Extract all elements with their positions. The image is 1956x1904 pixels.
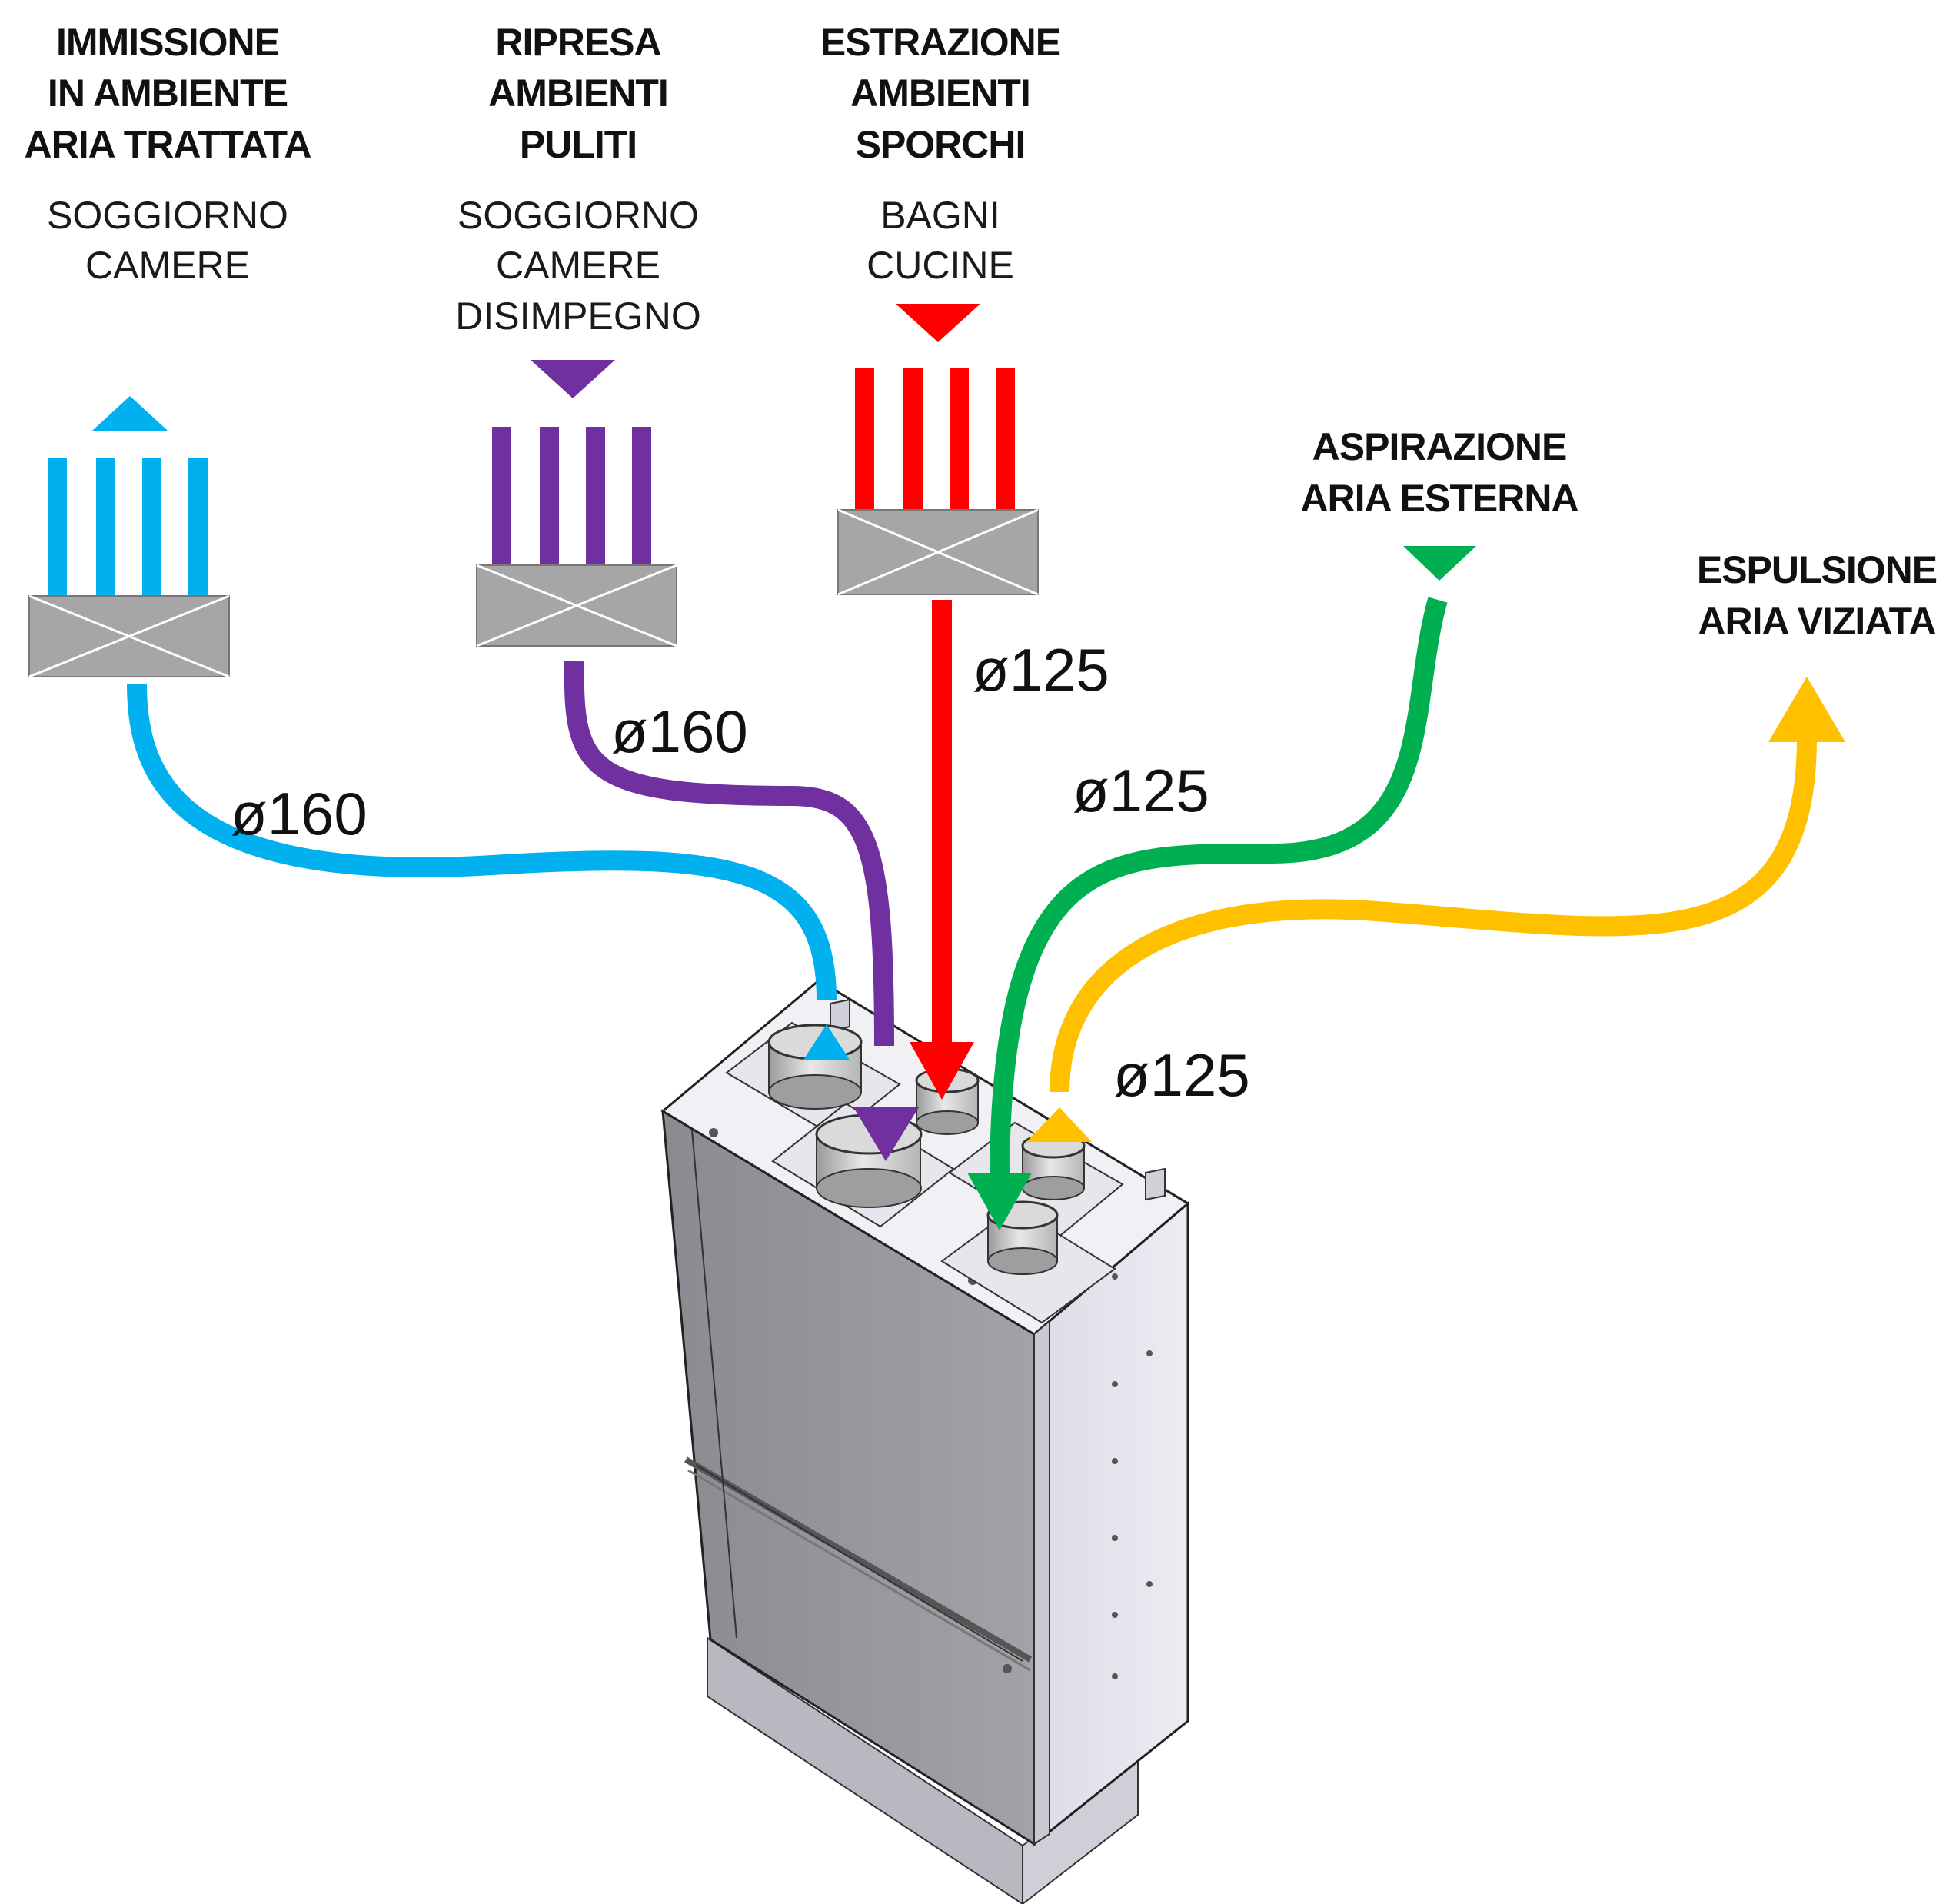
extract-room-2: CUCINE <box>867 244 1014 287</box>
grille-icon <box>837 368 1039 596</box>
duct-return-clean <box>564 661 894 1047</box>
arrow-up-icon <box>1768 677 1845 742</box>
intake-diameter: ø125 <box>1073 757 1209 824</box>
intake-heading-line-1: ASPIRAZIONE <box>1312 425 1567 468</box>
ventilation-unit-illustration <box>660 979 1190 1904</box>
grille-icon <box>476 427 677 647</box>
arrow-up-icon <box>92 396 168 431</box>
arrow-down-icon <box>896 304 980 342</box>
arrow-down-icon <box>910 1042 974 1100</box>
exhaust-heading-line-2: ARIA VIZIATA <box>1698 600 1935 643</box>
arrow-down-icon <box>853 1107 919 1161</box>
extract-heading-line-3: SPORCHI <box>856 123 1026 166</box>
supply-diameter: ø160 <box>231 780 368 847</box>
arrow-down-icon <box>967 1173 1032 1230</box>
arrow-up-icon <box>1026 1107 1092 1142</box>
duct-intake <box>990 597 1448 1185</box>
extract-room-1: BAGNI <box>880 194 1000 237</box>
return-clean-heading-line-3: PULITI <box>520 123 637 166</box>
arrow-down-icon <box>1403 546 1476 581</box>
supply-heading-line-3: ARIA TRATTATA <box>24 123 311 166</box>
return-clean-room-2: CAMERE <box>496 244 660 287</box>
extract-diameter: ø125 <box>973 636 1109 704</box>
grille-icon <box>28 458 230 678</box>
exhaust-diameter: ø125 <box>1113 1041 1250 1109</box>
return-clean-room-3: DISIMPEGNO <box>455 295 700 338</box>
supply-room-2: CAMERE <box>85 244 250 287</box>
duct-exhaust <box>1050 737 1817 1093</box>
exhaust-heading-line-1: ESPULSIONE <box>1697 548 1937 591</box>
supply-room-1: SOGGIORNO <box>47 194 288 237</box>
supply-heading-line-2: IN AMBIENTE <box>48 72 288 115</box>
supply-heading-line-1: IMMISSIONE <box>56 21 279 64</box>
return-clean-heading-line-2: AMBIENTI <box>488 72 668 115</box>
return-clean-diameter: ø160 <box>611 697 748 765</box>
return-clean-heading-line-1: RIPRESA <box>495 21 660 64</box>
duct-supply <box>127 684 837 1000</box>
arrow-down-icon <box>531 360 615 398</box>
intake-heading-line-2: ARIA ESTERNA <box>1300 477 1578 520</box>
extract-heading-line-2: AMBIENTI <box>850 72 1030 115</box>
extract-heading-line-1: ESTRAZIONE <box>820 21 1060 64</box>
return-clean-room-1: SOGGIORNO <box>457 194 699 237</box>
arrow-up-icon <box>803 1024 850 1060</box>
